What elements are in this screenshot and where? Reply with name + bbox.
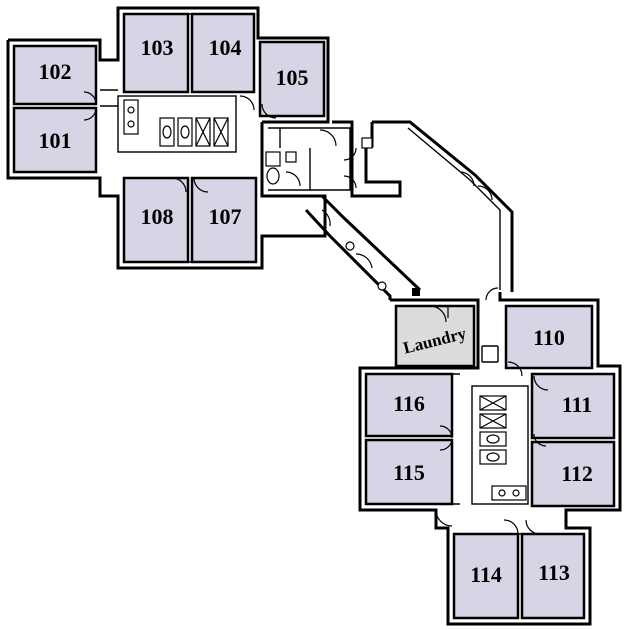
windows xyxy=(36,6,622,626)
room-105-label: 105 xyxy=(276,65,309,90)
room-102[interactable]: 102 xyxy=(12,44,98,106)
room-108[interactable]: 108 xyxy=(122,176,190,264)
room-111[interactable]: 111 xyxy=(530,372,616,440)
room-114-label: 114 xyxy=(470,562,502,587)
room-101-label: 101 xyxy=(39,128,72,153)
room-102-label: 102 xyxy=(39,59,72,84)
west-door-swings xyxy=(83,91,277,193)
room-103[interactable]: 103 xyxy=(122,12,190,94)
room-107-label: 107 xyxy=(209,204,242,229)
room-114[interactable]: 114 xyxy=(452,532,520,620)
east-door-swings xyxy=(435,361,549,535)
room-105[interactable]: 105 xyxy=(258,40,326,118)
west-bathroom xyxy=(117,95,237,153)
room-116[interactable]: 116 xyxy=(364,372,454,438)
room-116-label: 116 xyxy=(393,391,425,416)
room-113-label: 113 xyxy=(538,560,570,585)
room-104-label: 104 xyxy=(209,35,242,60)
room-110-label: 110 xyxy=(533,325,565,350)
room-101[interactable]: 101 xyxy=(12,106,98,174)
room-113[interactable]: 113 xyxy=(520,532,586,620)
room-115[interactable]: 115 xyxy=(364,438,454,506)
laundry-room[interactable]: Laundry xyxy=(394,304,476,368)
east-bathroom xyxy=(471,385,529,505)
room-107[interactable]: 107 xyxy=(190,176,258,264)
room-111-label: 111 xyxy=(562,392,593,417)
room-104[interactable]: 104 xyxy=(190,12,256,94)
room-115-label: 115 xyxy=(393,460,425,485)
room-108-label: 108 xyxy=(141,204,174,229)
room-112-label: 112 xyxy=(561,461,593,486)
room-110[interactable]: 110 xyxy=(504,304,594,370)
room-112[interactable]: 112 xyxy=(530,440,616,508)
room-103-label: 103 xyxy=(141,35,174,60)
central-connector-walls xyxy=(260,120,514,301)
